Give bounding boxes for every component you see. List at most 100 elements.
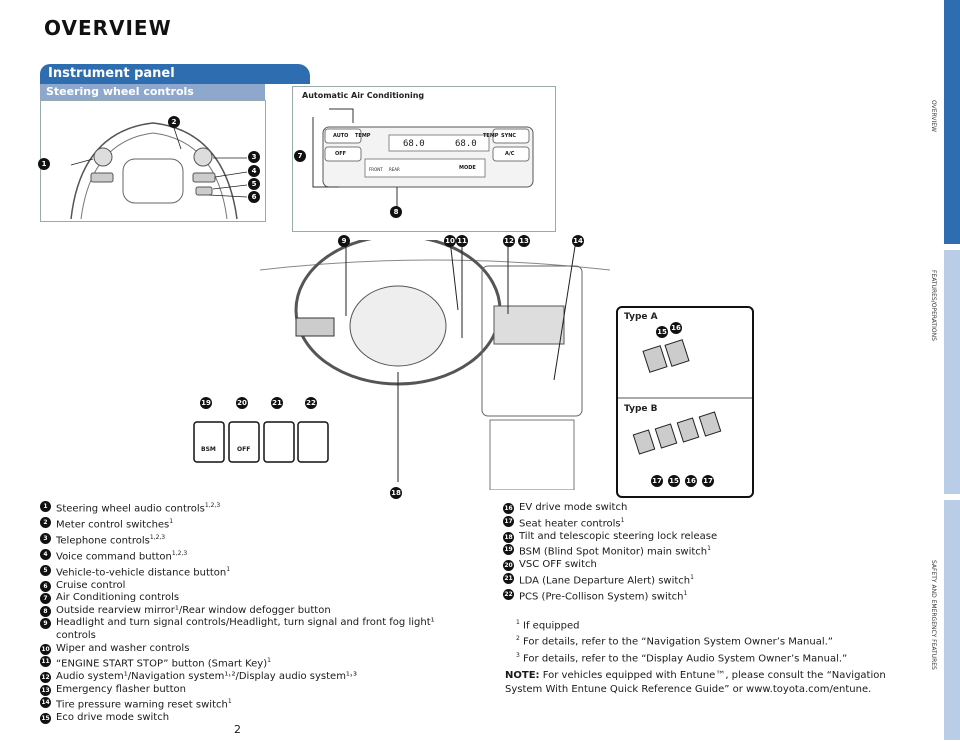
callout-14: 14 — [572, 235, 584, 247]
legend-number: 1 — [40, 501, 51, 512]
legend-text: PCS (Pre-Collison System) switch1 — [519, 588, 903, 604]
legend-superscript: 1 — [169, 517, 174, 525]
legend-label: Emergency flasher button — [56, 683, 186, 695]
legend-item: 10 Wiper and washer controls — [40, 643, 470, 656]
legend-superscript: 1 — [683, 589, 688, 597]
legend-number: 2 — [40, 516, 51, 528]
legend-text: Seat heater controls1 — [519, 515, 903, 531]
legend-label: Tire pressure warning reset switch — [56, 699, 228, 711]
callout-16: 16 — [670, 322, 682, 334]
callout-7: 7 — [294, 150, 306, 162]
type-ab-inset: Type A Type B — [616, 306, 754, 498]
sidebar-tab-label: OVERVIEW — [930, 100, 937, 132]
legend-label: Vehicle-to-vehicle distance button — [56, 567, 227, 579]
legend-text: Wiper and washer controls — [56, 643, 470, 656]
sidebar-tab[interactable] — [944, 500, 960, 740]
ac-auto-button: AUTO — [333, 133, 349, 139]
page-title: OVERVIEW — [44, 16, 172, 40]
subsection-bar — [40, 84, 265, 100]
footnote-text: If equipped — [523, 620, 580, 632]
ac-controls-drawing — [312, 108, 534, 207]
legend-superscript: 1 — [267, 657, 271, 665]
legend-text: “ENGINE START STOP” button (Smart Key)1 — [56, 655, 470, 671]
callout-6: 6 — [248, 191, 260, 203]
sidebar-tab[interactable] — [944, 250, 960, 494]
ac-temp-right-label: TEMP — [483, 133, 499, 139]
legend-text: Air Conditioning controls — [56, 592, 470, 605]
legend-number: 12 — [40, 672, 51, 684]
callout-18: 18 — [390, 487, 402, 499]
legend-superscript: 1,2,3 — [171, 549, 188, 557]
legend-label: Cruise control — [56, 579, 126, 591]
legend-item: 6 Cruise control — [40, 580, 470, 593]
legend-number: 10 — [40, 643, 51, 655]
callout-9: 9 — [338, 235, 350, 247]
type-ab-drawing — [618, 339, 752, 455]
sidebar-tab[interactable] — [944, 0, 960, 244]
legend-label: Meter control switches — [56, 519, 170, 531]
legend-number: 6 — [40, 580, 51, 592]
sidebar-tab-label: FEATURES/OPERATIONS — [930, 270, 937, 341]
vsc-off-switch-label: OFF — [237, 446, 251, 453]
legend-text: BSM (Blind Spot Monitor) main switch1 — [519, 543, 903, 559]
ac-temp-left-label: TEMP — [355, 133, 371, 139]
subsection-title: Steering wheel controls — [46, 85, 194, 98]
steering-wheel-drawing — [70, 122, 248, 220]
legend-label: Headlight and turn signal controls/Headl… — [56, 617, 435, 641]
legend-text: Tire pressure warning reset switch1 — [56, 696, 470, 712]
legend-superscript: 1,2,3 — [149, 533, 166, 541]
legend-label: Seat heater controls — [519, 517, 621, 529]
legend-item: 22 PCS (Pre-Collison System) switch1 — [503, 588, 903, 604]
legend-item: 1 Steering wheel audio controls1,2,3 — [40, 500, 470, 516]
legend-number: 9 — [40, 618, 51, 630]
sidebar-tab-label: SAFETY AND EMERGENCY FEATURES — [930, 560, 937, 670]
callout-11: 11 — [456, 235, 468, 247]
callout-17b: 17 — [702, 475, 714, 487]
legend-label: Voice command button — [56, 551, 172, 563]
callout-12: 12 — [503, 235, 515, 247]
legend-label: Steering wheel audio controls — [56, 503, 205, 515]
legend-superscript: 1 — [690, 573, 694, 581]
legend-number: 21 — [503, 572, 514, 584]
legend-number: 22 — [503, 588, 514, 600]
legend-text: Steering wheel audio controls1,2,3 — [56, 500, 470, 516]
callout-13: 13 — [518, 235, 530, 247]
legend-text: Tilt and telescopic steering lock releas… — [519, 531, 903, 544]
legend-superscript: 1,2,3 — [204, 502, 221, 509]
page-number: 2 — [234, 723, 241, 736]
footnote-marker: 1 — [516, 619, 520, 626]
note-text: For vehicles equipped with Entune™, plea… — [505, 670, 886, 695]
callout-1: 1 — [38, 158, 50, 170]
legend-label: Eco drive mode switch — [56, 712, 170, 724]
legend-number: 11 — [40, 656, 51, 668]
steering-wheel-figure — [40, 100, 266, 222]
callout-22: 22 — [305, 397, 317, 409]
callout-20: 20 — [236, 397, 248, 409]
footnote-text: For details, refer to the “Display Audio… — [523, 652, 848, 664]
legend-superscript: 1 — [620, 516, 625, 524]
legend-text: Voice command button1,2,3 — [56, 548, 470, 564]
legend-text: Headlight and turn signal controls/Headl… — [56, 617, 470, 642]
legend-label: Wiper and washer controls — [56, 642, 190, 654]
footnote: 2 For details, refer to the “Navigation … — [516, 632, 896, 648]
footnote-marker: 2 — [516, 635, 520, 643]
callout-2: 2 — [168, 116, 180, 128]
legend-text: Vehicle-to-vehicle distance button1 — [56, 564, 470, 580]
legend-number: 8 — [40, 605, 51, 617]
footnote: 3 For details, refer to the “Display Aud… — [516, 649, 896, 665]
legend-item: 11 “ENGINE START STOP” button (Smart Key)… — [40, 655, 470, 671]
legend-number: 3 — [40, 532, 51, 544]
callout-17a: 17 — [651, 475, 663, 487]
callout-5: 5 — [248, 178, 260, 190]
